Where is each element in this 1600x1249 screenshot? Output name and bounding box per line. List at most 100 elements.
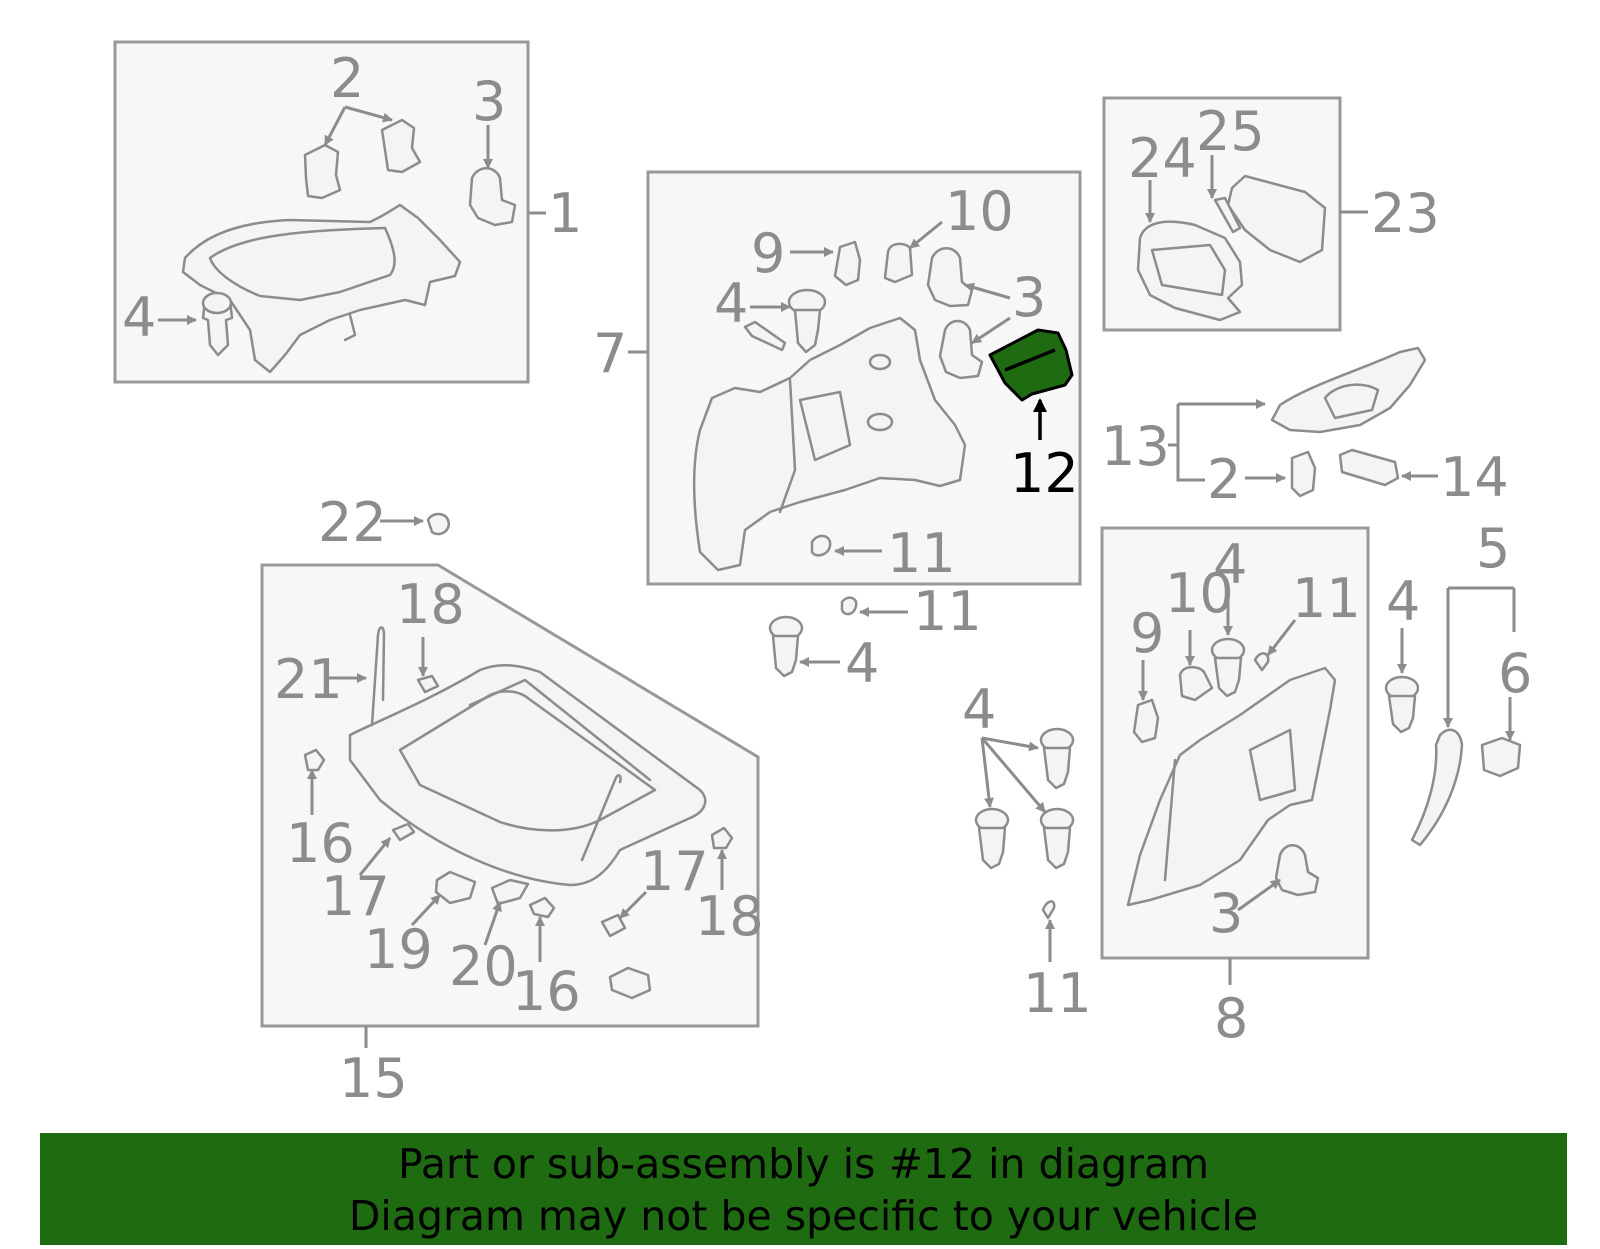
part-11-clip[interactable]: [1253, 652, 1270, 672]
part-23-housing[interactable]: [1226, 174, 1327, 264]
part-10-cap[interactable]: [1178, 665, 1214, 702]
leader-20: [483, 901, 502, 946]
label-17b: 17: [640, 840, 709, 903]
leader-19: [410, 893, 442, 927]
banner-line-1: Part or sub-assembly is #12 in diagram: [397, 1140, 1210, 1188]
part-2-clip[interactable]: [1290, 450, 1317, 498]
tray-bracket[interactable]: [608, 966, 652, 1000]
part-22-grommet[interactable]: [426, 512, 451, 536]
label-3: 3: [1012, 266, 1046, 329]
group-7-side-trim: 7 9 10 3 4 11 12: [593, 170, 1082, 586]
label-8: 8: [1214, 987, 1248, 1050]
screw[interactable]: [743, 320, 787, 352]
label-4: 4: [1213, 533, 1247, 596]
part-15-tray-strut: [580, 774, 622, 862]
part-2-clip-right[interactable]: [380, 118, 422, 174]
group-15-package-tray: 18 21 16 17 19 20 16 17 18 15: [260, 563, 764, 1110]
label-16b: 16: [512, 960, 581, 1023]
part-21-support-rod[interactable]: [370, 626, 386, 727]
part-13-cover[interactable]: [1270, 346, 1427, 434]
part-18-clip-right[interactable]: [710, 826, 734, 850]
label-17: 17: [321, 865, 390, 928]
part-7-panel-hole: [866, 412, 894, 432]
part-7-side-trim-panel[interactable]: [692, 316, 967, 572]
part-4-fastener[interactable]: [771, 634, 800, 678]
leader-4b: [980, 737, 994, 808]
part-7-panel-hole-2: [868, 353, 892, 371]
part-3-clip-lower[interactable]: [938, 319, 984, 380]
part-4-fastener-c[interactable]: [1042, 826, 1072, 870]
part-4-fastener[interactable]: [201, 298, 234, 357]
part-4-fastener-b[interactable]: [977, 826, 1007, 870]
label-3: 3: [1209, 882, 1243, 945]
label-14: 14: [1440, 446, 1509, 509]
leader-3b: [971, 316, 1011, 345]
label-4: 4: [122, 286, 156, 349]
leader-2a: [323, 106, 347, 146]
part-1-quarter-trim-panel[interactable]: [181, 203, 462, 374]
part-9-clip[interactable]: [1132, 698, 1160, 744]
label-22: 22: [318, 491, 387, 554]
part-5-pillar-trim[interactable]: [1410, 728, 1464, 847]
part-15-package-tray[interactable]: [348, 664, 707, 887]
label-11: 11: [1292, 567, 1361, 630]
part-16-clip-lower[interactable]: [528, 896, 556, 919]
label-4: 4: [1386, 570, 1420, 633]
label-5: 5: [1476, 517, 1510, 580]
label-25: 25: [1196, 100, 1265, 163]
part-13-cover-ridge: [1323, 383, 1380, 420]
leader-11: [1266, 619, 1297, 656]
label-18b: 18: [695, 885, 764, 948]
leader-13-bracket: [1176, 404, 1205, 482]
label-2: 2: [1207, 448, 1241, 511]
label-11: 11: [1023, 962, 1092, 1025]
label-2: 2: [330, 47, 364, 110]
part-24-lens[interactable]: [1136, 220, 1244, 322]
label-18: 18: [396, 573, 465, 636]
part-4-fastener[interactable]: [793, 308, 822, 354]
info-banner: Part or sub-assembly is #12 in diagram D…: [40, 1133, 1567, 1245]
part-2-clip-left[interactable]: [303, 143, 342, 200]
part-16-clip[interactable]: [303, 748, 326, 772]
leader-17b: [618, 890, 648, 920]
part-17-clip[interactable]: [391, 822, 416, 842]
part-9-clip[interactable]: [833, 240, 862, 287]
part-3-clip[interactable]: [1274, 844, 1320, 897]
part-14-pad[interactable]: [1338, 448, 1400, 487]
label-4: 4: [714, 272, 748, 335]
group-1-box: [113, 40, 530, 384]
part-12-highlighted-cover[interactable]: [988, 328, 1074, 402]
part-11-clip[interactable]: [1041, 900, 1056, 920]
label-24: 24: [1128, 127, 1197, 190]
part-10-cap[interactable]: [883, 242, 914, 284]
label-11: 11: [887, 522, 956, 585]
label-7: 7: [593, 322, 627, 385]
part-17-clip-right[interactable]: [600, 913, 627, 938]
group-loose-center: 22 11 4: [318, 491, 982, 695]
part-12-cover-line: [1004, 348, 1056, 372]
part-6-clip[interactable]: [1480, 736, 1522, 778]
group-loose-bottom: 4 11: [962, 678, 1092, 1025]
label-16: 16: [286, 812, 355, 875]
label-20: 20: [449, 935, 518, 998]
label-12-highlighted: 12: [1010, 442, 1079, 505]
part-25-bulb[interactable]: [1213, 196, 1242, 234]
part-1-panel-tab: [343, 313, 357, 342]
part-3-clip-upper[interactable]: [926, 247, 974, 308]
part-11-clip[interactable]: [840, 596, 858, 616]
part-18-clip[interactable]: [416, 674, 440, 694]
leader-3a: [964, 282, 1011, 300]
label-10: 10: [945, 180, 1014, 243]
part-1-panel-window-edge: [208, 226, 396, 302]
part-3-clip[interactable]: [468, 167, 517, 227]
part-4-fastener[interactable]: [1387, 694, 1417, 734]
label-1: 1: [548, 182, 582, 245]
part-4-fastener-a[interactable]: [1042, 746, 1072, 790]
part-8-side-trim-panel[interactable]: [1126, 666, 1337, 907]
part-19-bracket[interactable]: [434, 870, 477, 905]
label-23: 23: [1371, 182, 1440, 245]
part-4-fastener[interactable]: [1213, 656, 1243, 698]
part-11-clip[interactable]: [810, 534, 832, 557]
leader-10: [909, 220, 943, 250]
